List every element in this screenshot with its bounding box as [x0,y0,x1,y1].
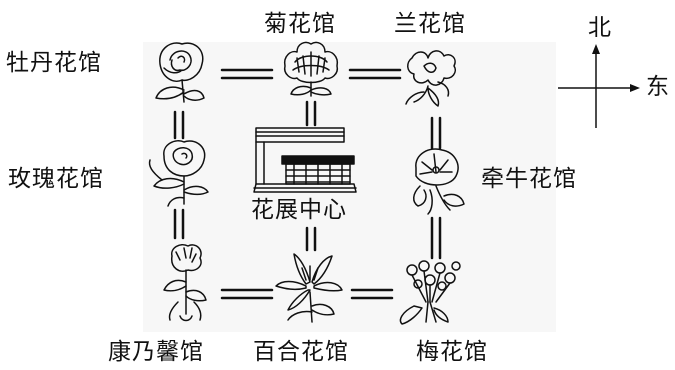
label-qianniu: 牵牛花馆 [481,166,577,192]
path-mudan-ju [220,68,274,80]
path-meigui-kangnaixin [173,208,185,240]
label-lan: 兰花馆 [394,11,466,37]
path-ju-lan [348,68,402,80]
lily-icon [275,253,343,323]
diagram-background [143,42,556,332]
label-mudan: 牡丹花馆 [6,50,102,76]
label-ju: 菊花馆 [264,11,336,37]
path-baihe-mei [350,288,394,300]
label-baihe: 百合花馆 [253,339,349,365]
label-meigui: 玫瑰花馆 [8,166,104,192]
path-ju-center [305,100,317,127]
peony-icon [155,42,205,103]
compass-east-label: 东 [646,74,670,100]
compass-north-label: 北 [588,15,612,41]
orchid-icon [405,50,456,107]
path-center-baihe [305,226,317,252]
chrysanthemum-icon [283,41,339,97]
morning-glory-icon [413,148,465,215]
exhibition-center-icon [253,127,357,193]
east-arrow-icon [630,84,640,92]
path-lan-qianniu [430,116,442,150]
rose-icon [148,140,209,207]
compass [558,44,640,128]
label-kangnaixin: 康乃馨馆 [108,339,204,365]
plum-blossom-icon [399,260,461,325]
path-mudan-meigui [173,110,185,140]
label-center: 花展中心 [251,197,347,223]
label-mei: 梅花馆 [416,339,488,365]
path-qianniu-mei [430,216,442,260]
north-arrow-icon [592,44,600,54]
carnation-icon [163,244,207,322]
path-kangnaixin-baihe [220,288,274,300]
